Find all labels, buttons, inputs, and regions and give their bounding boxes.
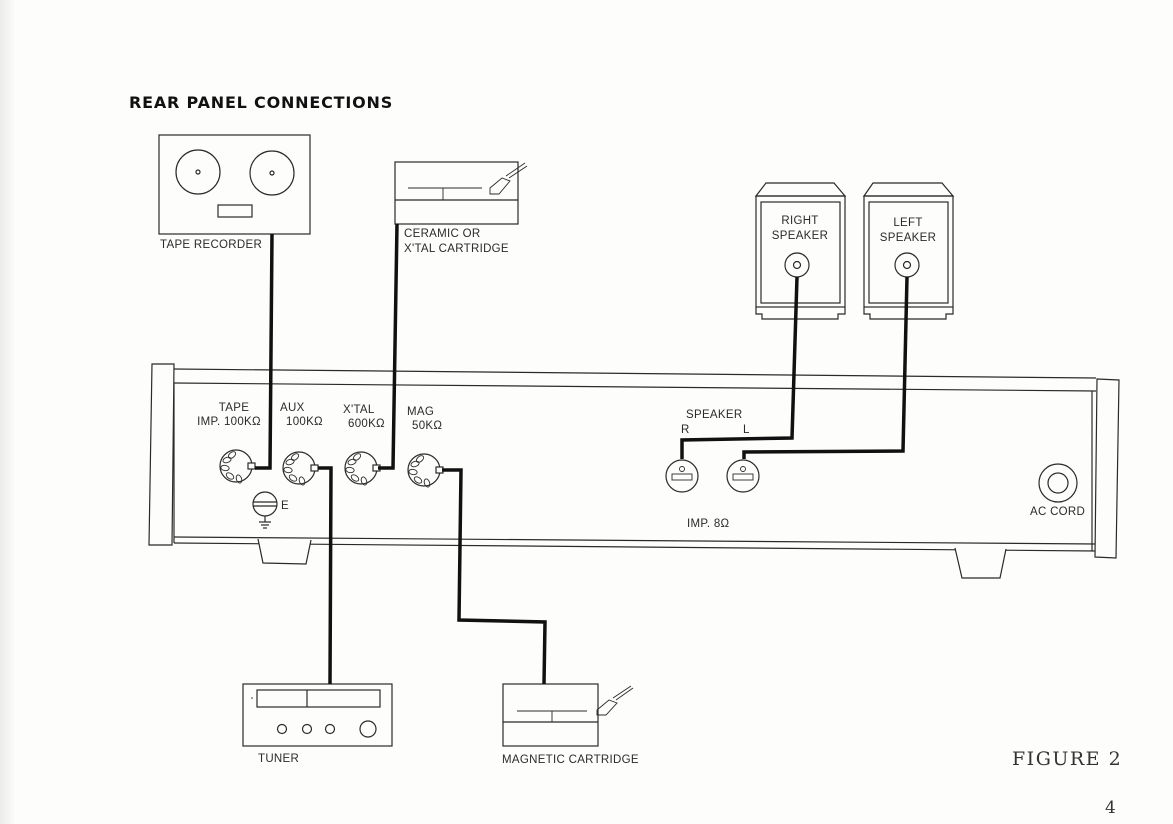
right-side-handle xyxy=(1095,379,1119,558)
din-plug-tab xyxy=(311,465,318,471)
diagram-title: REAR PANEL CONNECTIONS xyxy=(129,93,393,112)
tuner: TUNER xyxy=(243,684,392,765)
tuner-knob-icon xyxy=(278,725,287,734)
din-pin xyxy=(220,465,229,472)
cable-xtal xyxy=(378,224,397,468)
cable-aux-tuner xyxy=(318,468,331,684)
left-speaker-label-line1: LEFT xyxy=(893,217,922,229)
tape-input-impedance: IMP. 100KΩ xyxy=(197,416,261,428)
tonearm-cartridge-icon xyxy=(490,163,527,194)
din-plug-tab xyxy=(248,463,255,469)
right-speaker: RIGHT SPEAKER xyxy=(756,183,845,319)
mag-input-name: MAG xyxy=(407,406,434,418)
speaker-terminal-right[interactable] xyxy=(666,460,698,492)
ac-cord: AC CORD xyxy=(1030,464,1085,518)
speaker-left-label: L xyxy=(743,424,750,436)
figure-label: FIGURE 2 xyxy=(1012,748,1122,770)
turntable-body xyxy=(503,684,598,746)
ground-label: E xyxy=(281,500,289,512)
cable-tape xyxy=(255,234,272,468)
tuner-knob-icon xyxy=(303,725,312,734)
tuner-tuning-knob-icon xyxy=(360,721,376,737)
ac-cord-label: AC CORD xyxy=(1030,506,1085,518)
din-socket-aux[interactable] xyxy=(283,452,318,486)
cable-mag xyxy=(442,470,545,684)
cable-left-speaker xyxy=(744,277,907,459)
input-labels: TAPE IMP. 100KΩ AUX 100KΩ X'TAL 600KΩ MA… xyxy=(197,402,442,432)
xtal-input-impedance: 600KΩ xyxy=(348,418,385,430)
tuner-label: TUNER xyxy=(258,753,299,765)
tape-reel-right-icon xyxy=(250,151,294,195)
tape-recorder-label: TAPE RECORDER xyxy=(160,239,262,251)
din-socket-tape[interactable] xyxy=(220,450,255,484)
tuner-dial-window xyxy=(257,690,380,707)
cable-right-speaker xyxy=(682,277,797,459)
right-speaker-cabinet xyxy=(756,196,845,307)
magnetic-cartridge-turntable: MAGNETIC CARTRIDGE xyxy=(502,684,639,766)
speaker-output-section: SPEAKER R L IMP. 8Ω xyxy=(666,409,759,530)
din-socket-mag[interactable] xyxy=(408,454,443,488)
right-speaker-label-line2: SPEAKER xyxy=(772,230,828,242)
tape-recorder-body xyxy=(159,135,310,234)
speaker-output-title: SPEAKER xyxy=(686,409,742,421)
amplifier-rear-panel xyxy=(149,364,1119,578)
speaker-terminal-left[interactable] xyxy=(727,460,759,492)
ceramic-cartridge-label-line1: CERAMIC OR xyxy=(404,228,480,240)
page-number: 4 xyxy=(1105,798,1116,818)
ceramic-cartridge-label-line2: X'TAL CARTRIDGE xyxy=(404,243,509,255)
din-pin xyxy=(408,469,417,476)
din-plug-tab xyxy=(436,467,443,473)
din-pin xyxy=(283,467,292,474)
ground-terminal[interactable]: E xyxy=(253,492,289,528)
ground-terminal-icon[interactable] xyxy=(253,492,277,516)
tape-input-name: TAPE xyxy=(219,402,249,414)
din-pin xyxy=(222,456,232,464)
speaker-terminal-left-icon[interactable] xyxy=(727,460,759,492)
ceramic-cartridge-turntable: CERAMIC OR X'TAL CARTRIDGE xyxy=(395,162,527,255)
left-speaker-label-line2: SPEAKER xyxy=(880,232,936,244)
right-speaker-label-line1: RIGHT xyxy=(781,215,818,227)
left-foot xyxy=(258,539,311,564)
speaker-right-label: R xyxy=(681,424,690,436)
tape-head-window xyxy=(218,205,252,217)
mag-input-impedance: 50KΩ xyxy=(412,420,442,432)
left-speaker-cabinet xyxy=(864,196,953,307)
din-pin xyxy=(410,460,420,468)
din-pin xyxy=(285,458,295,466)
tuner-knob-icon xyxy=(326,725,335,734)
xtal-input-name: X'TAL xyxy=(343,404,375,416)
tape-reel-left-icon xyxy=(176,150,220,194)
speaker-terminal-right-icon[interactable] xyxy=(666,460,698,492)
right-speaker-terminal-icon xyxy=(785,253,809,277)
left-speaker-terminal-icon xyxy=(895,253,919,277)
left-side-handle xyxy=(149,364,174,545)
right-foot xyxy=(955,548,1006,578)
din-socket-xtal[interactable] xyxy=(345,452,380,486)
tape-recorder: TAPE RECORDER xyxy=(159,135,310,251)
din-pin xyxy=(347,458,357,466)
ac-cord-outer-icon xyxy=(1039,464,1077,502)
speaker-impedance-label: IMP. 8Ω xyxy=(687,518,730,530)
aux-input-name: AUX xyxy=(280,402,305,414)
aux-input-impedance: 100KΩ xyxy=(286,416,323,428)
ac-cord-inner-icon xyxy=(1048,473,1068,493)
magnetic-cartridge-label: MAGNETIC CARTRIDGE xyxy=(502,754,639,766)
left-speaker: LEFT SPEAKER xyxy=(864,183,953,319)
tonearm-cartridge-icon xyxy=(597,686,633,715)
din-pin xyxy=(345,467,354,474)
